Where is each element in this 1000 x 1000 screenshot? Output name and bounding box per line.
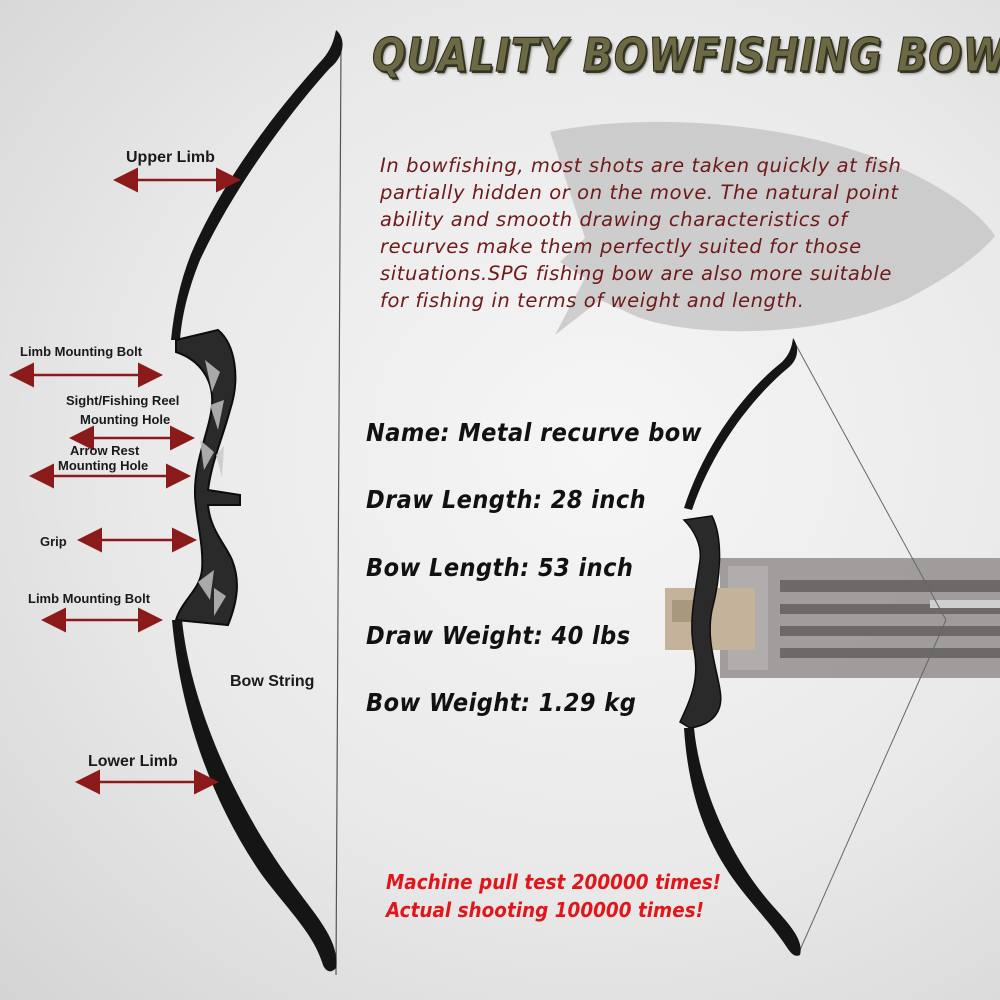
arrow-rest-label-line2: Mounting Hole [58,458,149,473]
claim-machine-test: Machine pull test 200000 times! [386,870,722,894]
spec-bow-weight: Bow Weight: 1.29 kg [366,688,637,717]
description-line: partially hidden or on the move. The nat… [380,181,899,204]
riser-shape [174,328,241,627]
riser-cutouts [198,360,226,616]
limb-mounting-bolt-top-label: Limb Mounting Bolt [20,344,143,359]
description-line: In bowfishing, most shots are taken quic… [380,154,902,177]
bow-string-label: Bow String [230,673,315,690]
description-line: ability and smooth drawing characteristi… [380,208,848,231]
spec-draw-length: Draw Length: 28 inch [366,485,647,514]
demo-riser [679,515,722,729]
grip-label: Grip [40,534,67,549]
description-line: recurves make them perfectly suited for … [380,235,862,258]
demo-upper-limb [684,338,798,510]
spec-bow-length: Bow Length: 53 inch [366,553,634,582]
demo-lower-limb [684,728,801,956]
upper-limb-label: Upper Limb [126,149,215,166]
lower-limb-label: Lower Limb [88,753,178,770]
fish-silhouette-icon [550,121,995,336]
description-paragraph: In bowfishing, most shots are taken quic… [380,152,990,314]
spec-draw-weight: Draw Weight: 40 lbs [366,621,631,650]
bow-string-line [335,44,342,976]
limb-mounting-bolt-bottom-label: Limb Mounting Bolt [28,591,151,606]
description-line: for fishing in terms of weight and lengt… [380,289,805,312]
description-line: situations.SPG fishing bow are also more… [380,262,892,285]
upper-limb-shape [171,30,343,340]
sight-reel-label-line1: Sight/Fishing Reel [66,393,180,408]
demo-bow-string-upper [795,344,947,621]
arrow-rest-label-line1: Arrow Rest [70,443,140,458]
demo-bow-string-lower [799,619,947,951]
lower-limb-shape [172,620,337,972]
page-title: QUALITY BOWFISHING BOW [371,27,1000,82]
claim-actual-shooting: Actual shooting 100000 times! [386,898,705,922]
spec-name: Name: Metal recurve bow [366,418,702,447]
sight-reel-label-line2: Mounting Hole [80,412,171,427]
